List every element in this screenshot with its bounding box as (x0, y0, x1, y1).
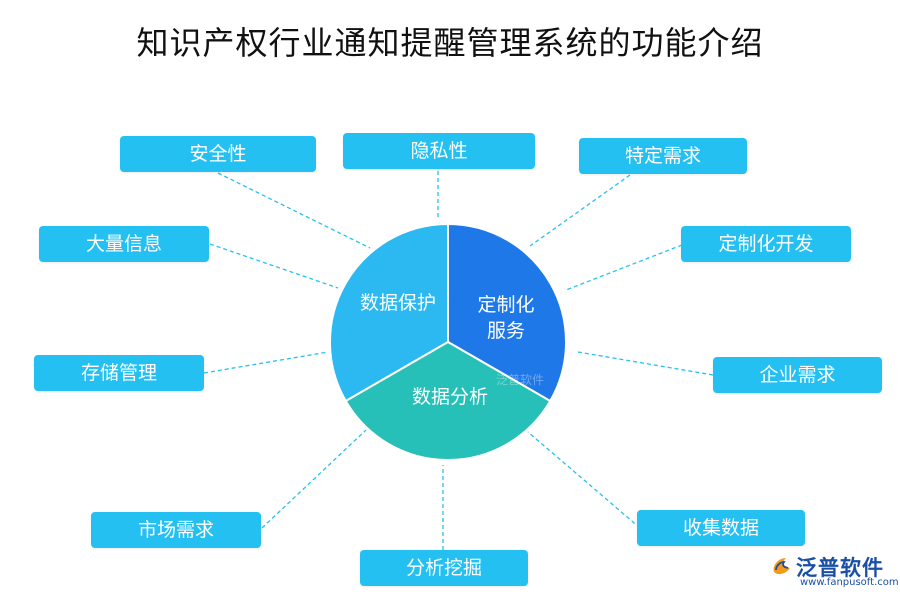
feature-custom-development: 定制化开发 (681, 226, 851, 262)
connector-line (203, 351, 329, 374)
segment-label-custom-service: 定制化服务 (466, 292, 546, 344)
segment-label-data-analysis: 数据分析 (411, 386, 488, 408)
connector-line (577, 351, 714, 376)
connector-line (209, 243, 339, 289)
segment-data-analysis (344, 340, 552, 462)
feature-collect-data: 收集数据 (637, 510, 805, 546)
connector-line (217, 172, 371, 249)
page-title: 知识产权行业通知提醒管理系统的功能介绍 (136, 24, 764, 62)
feature-enterprise-needs: 企业需求 (713, 357, 882, 393)
feature-privacy: 隐私性 (343, 133, 535, 169)
connector-line (261, 429, 367, 529)
feature-storage-management: 存储管理 (34, 355, 204, 391)
segment-data-protection (328, 222, 449, 403)
feature-analysis-mining: 分析挖掘 (360, 550, 528, 586)
segment-custom-service (447, 222, 568, 403)
logo-url: www.fanpusoft.com (800, 577, 899, 588)
segment-label-custom-service-text: 定制化服务 (477, 294, 535, 342)
fanpu-logo: 泛普软件 www.fanpusoft.com (770, 552, 899, 592)
feature-market-demand: 市场需求 (91, 512, 261, 548)
fanpu-logo-icon (773, 558, 790, 575)
feature-specific-needs: 特定需求 (579, 138, 747, 174)
feature-security: 安全性 (120, 136, 316, 172)
segment-label-data-protection: 数据保护 (359, 292, 436, 314)
connector-line (527, 431, 641, 529)
connector-line (529, 174, 631, 247)
feature-large-information: 大量信息 (39, 226, 209, 262)
logo-name: 泛普软件 (796, 556, 884, 580)
center-watermark: 泛普软件 (496, 373, 544, 387)
connector-line (565, 244, 683, 291)
